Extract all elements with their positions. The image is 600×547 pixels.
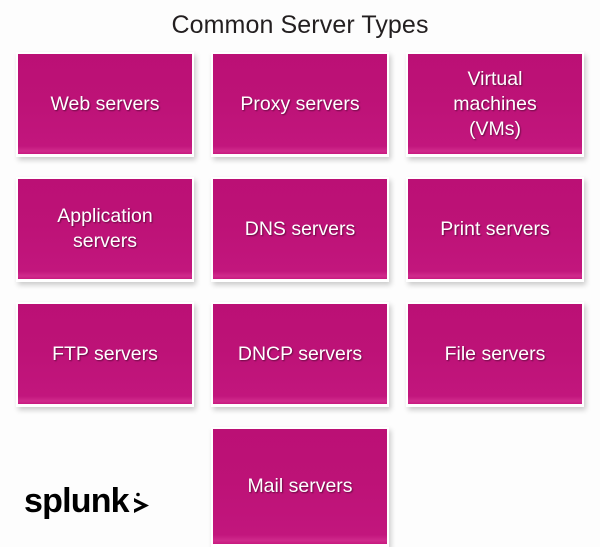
- card-row-2: Application servers DNS servers Print se…: [0, 177, 600, 282]
- card-label: Print servers: [440, 217, 550, 240]
- card-label: DNCP servers: [237, 342, 363, 365]
- card-web-servers[interactable]: Web servers: [16, 52, 194, 157]
- card-row-1: Web servers Proxy servers Virtual machin…: [0, 52, 600, 157]
- card-row-3: FTP servers DNCP servers File servers: [0, 302, 600, 407]
- card-dncp-servers[interactable]: DNCP servers: [211, 302, 389, 407]
- card-label: FTP servers: [52, 342, 158, 365]
- card-mail-servers[interactable]: Mail servers: [211, 427, 389, 547]
- splunk-logo: splunk: [24, 481, 164, 523]
- card-label: Application servers: [57, 205, 153, 252]
- card-print-servers[interactable]: Print servers: [406, 177, 584, 282]
- card-label: DNS servers: [244, 217, 356, 240]
- card-file-servers[interactable]: File servers: [406, 302, 584, 407]
- card-row-4: Mail servers: [0, 427, 600, 547]
- card-label: Proxy servers: [240, 92, 360, 115]
- card-proxy-servers[interactable]: Proxy servers: [211, 52, 389, 157]
- splunk-chevron-icon: [134, 498, 149, 513]
- card-label: File servers: [444, 342, 546, 365]
- card-label: Mail servers: [247, 475, 353, 497]
- splunk-chevron-dot: [136, 492, 140, 497]
- card-label: Virtual machines (VMs): [453, 67, 537, 140]
- card-application-servers[interactable]: Application servers: [16, 177, 194, 282]
- card-dns-servers[interactable]: DNS servers: [211, 177, 389, 282]
- page-title: Common Server Types: [171, 11, 429, 39]
- server-types-grid: Web servers Proxy servers Virtual machin…: [0, 52, 600, 547]
- card-label: Web servers: [50, 92, 160, 115]
- card-virtual-machines[interactable]: Virtual machines (VMs): [406, 52, 584, 157]
- splunk-wordmark: splunk: [24, 482, 130, 520]
- card-ftp-servers[interactable]: FTP servers: [16, 302, 194, 407]
